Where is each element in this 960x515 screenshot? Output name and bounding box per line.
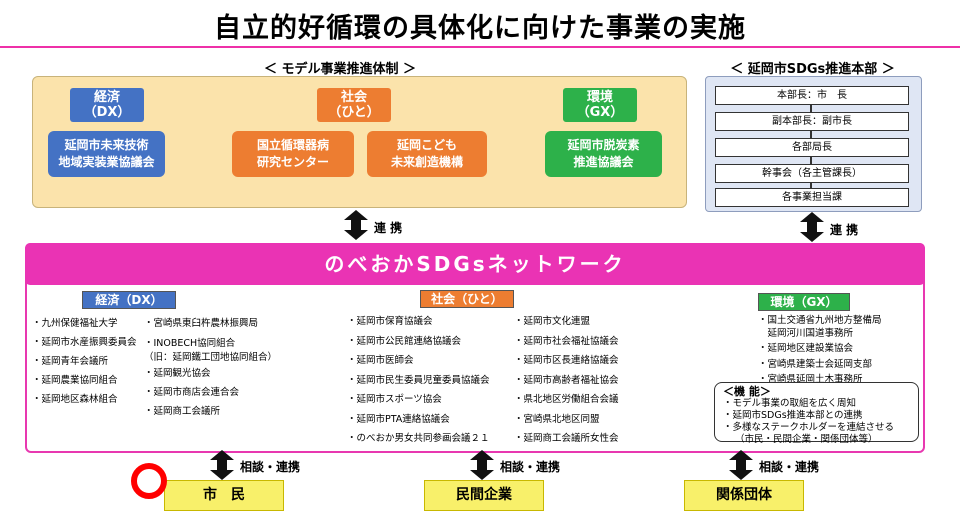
list-item: ・国土交通省九州地方整備局 [758,315,882,326]
list-item: （旧：延岡鐵工団地協同組合） [144,352,278,363]
hq-item-project-sections: 各事業担当課 [715,188,909,207]
network-economy-label: 経済（DX） [82,291,176,309]
model-section-label: ＜ モデル事業推進体制 ＞ [263,62,417,77]
double-arrow-icon [729,450,753,480]
hq-item-deputy-mayor: 副本部長：副市長 [715,112,909,131]
environment-org-box: 延岡市脱炭素 推進協議会 [545,131,662,177]
hq-item-department-heads: 各部局長 [715,138,909,157]
list-item: ・INOBECH協同組合 [144,338,236,349]
list-item: ・延岡地区建設業協会 [758,343,854,354]
list-item: ・モデル事業の取組を広く周知 [723,398,857,409]
hq-item-executive-committee: 幹事会（各主管課長） [715,164,909,183]
function-box: ＜機 能＞ ・モデル事業の取組を広く周知 ・延岡市SDGs推進本部との連携 ・多… [714,382,919,445]
sodan-label-1: 相談・連携 [240,460,301,474]
sodan-label-2: 相談・連携 [500,460,561,474]
list-item: 延岡河川国道事務所 [758,327,854,339]
list-item: ・延岡市高齢者福祉協会 [514,374,619,386]
title-divider [0,46,960,48]
environment-org-line1: 延岡市脱炭素 [567,138,640,152]
economy-org-line1: 延岡市未来技術 [64,138,149,152]
society-org1-line2: 研究センター [256,155,329,169]
society-category-line2: （ひと） [328,105,380,120]
economy-category: 経済 （DX） [70,88,144,122]
economy-org-box: 延岡市未来技術 地域実装業協議会 [48,131,165,177]
list-item: ・延岡市水産振興委員会 [32,337,137,348]
hq-section-label: ＜ 延岡市SDGs推進本部 ＞ [730,62,895,77]
environment-org-line2: 推進協議会 [573,155,634,169]
environment-category-line1: 環境 [586,90,613,105]
economy-category-line1: 経済 [93,90,120,105]
sodan-label-3: 相談・連携 [759,460,820,474]
renkei-label-right: 連 携 [830,223,859,237]
society-member-list-1: ・延岡市保育協議会 ・延岡市公民館連絡協議会 ・延岡市医師会 ・延岡市民生委員児… [347,312,490,449]
double-arrow-icon [210,450,234,480]
society-category-line1: 社会 [340,90,367,105]
society-org-box-1: 国立循環器病 研究センター [232,131,354,177]
double-arrow-icon [344,210,368,240]
list-item: ・のべおか男女共同参画会議２１ [347,433,490,444]
network-society-label: 社会（ひと） [420,290,514,308]
hq-item-mayor: 本部長：市 長 [715,86,909,105]
list-item: ・延岡市スポーツ協会 [347,394,442,405]
society-org2-line1: 延岡こども [396,138,457,152]
double-arrow-icon [470,450,494,480]
network-environment-label: 環境（GX） [758,293,850,311]
network-title: のべおかSDGsネットワーク [25,243,925,285]
list-item: ・宮崎県建築士会延岡支部 [758,358,873,370]
renkei-label-left: 連 携 [374,221,403,235]
society-member-list-2: ・延岡市文化連盟 ・延岡市社会福祉協議会 ・延岡市区長連絡協議会 ・延岡市高齢者… [514,312,619,449]
citizens-box: 市 民 [164,480,284,511]
list-item: ・延岡青年会議所 [32,356,109,367]
list-item: ・延岡農業協同組合 [32,375,118,386]
hq-connector [810,131,812,139]
list-item: ・延岡市保育協議会 [347,316,433,327]
list-item: ・宮崎県東臼杵農林振興局 [144,318,259,329]
hq-connector [810,183,812,191]
environment-category: 環境 （GX） [563,88,637,122]
list-item: ・延岡市文化連盟 [514,316,591,327]
list-item: ・宮崎県北地区同盟 [514,413,600,425]
list-item: ・延岡市SDGs推進本部との連携 [723,410,863,421]
economy-org-line2: 地域実装業協議会 [58,155,155,169]
society-org1-line1: 国立循環器病 [256,138,329,152]
list-item: ・九州保健福祉大学 [32,318,118,329]
list-item: ・県北地区労働組合会議 [514,394,619,405]
society-org-box-2: 延岡こども 未来創造機構 [367,131,487,177]
list-item: ・延岡市区長連絡協議会 [514,355,619,366]
organizations-box: 関係団体 [684,480,804,511]
list-item: ・延岡市公民館連絡協議会 [347,335,462,347]
society-org2-line2: 未来創造機構 [390,155,463,169]
hq-connector [810,105,812,113]
list-item: ・延岡商工会議所女性会 [514,433,619,444]
environment-category-line2: （GX） [576,105,624,120]
list-item: ・延岡地区森林組合 [32,394,118,405]
list-item: ・延岡商工会議所 [144,406,221,417]
list-item: ・延岡市社会福祉協議会 [514,335,619,347]
economy-member-list-2: ・宮崎県東臼杵農林振興局 ・INOBECH協同組合 （旧：延岡鐵工団地協同組合）… [144,314,277,421]
environment-member-list: ・国土交通省九州地方整備局 延岡河川国道事務所 ・延岡地区建設業協会 ・宮崎県建… [758,315,882,387]
list-item: ・延岡市PTA連絡協議会 [347,413,450,425]
list-item: （市民・民間企業・関係団体等） [735,434,878,445]
economy-category-line2: （DX） [83,105,131,120]
list-item: ・多様なステークホルダーを連結させる [723,422,895,433]
list-item: ・延岡市民生委員児童委員協議会 [347,374,490,386]
red-circle-marker-icon [131,463,167,499]
double-arrow-icon [800,212,824,242]
list-item: ・延岡市商店会連合会 [144,387,240,398]
list-item: ・延岡観光協会 [144,368,211,379]
list-item: ・延岡市医師会 [347,355,414,366]
list-item: ・宮崎県延岡土木事務所 [758,374,863,385]
companies-box: 民間企業 [424,480,544,511]
economy-member-list-1: ・九州保健福祉大学 ・延岡市水産振興委員会 ・延岡青年会議所 ・延岡農業協同組合… [32,314,137,409]
page-title: 自立的好循環の具体化に向けた事業の実施 [214,13,746,44]
society-category: 社会 （ひと） [317,88,391,122]
hq-connector [810,157,812,165]
function-title: ＜機 能＞ [723,385,771,398]
